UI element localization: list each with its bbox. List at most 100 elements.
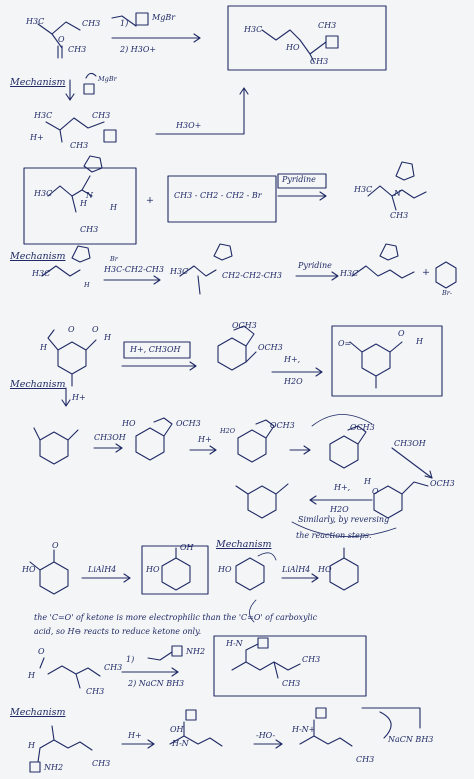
s3-mech-label-13: H+,	[334, 483, 351, 492]
s4-reactant-label-2: O	[52, 541, 59, 550]
s1-reactant-label-4: CH3	[68, 45, 87, 54]
s2-product-label-1: H3C	[354, 185, 373, 194]
s1-product-label-1: H3C	[244, 25, 263, 34]
s1-mech-label-1: MgBr	[98, 75, 117, 83]
s2-mech-label-9: +	[422, 267, 430, 278]
s4-note-line-2: acid, so H⊖ reacts to reduce ketone only…	[34, 627, 202, 636]
s3-reactant-label-3: O	[92, 325, 99, 334]
s5-reagent-2: NH2	[186, 647, 206, 656]
s5-mech-label-7: -HO-	[256, 731, 276, 740]
s1-reactant-label-1: H3C	[26, 17, 45, 26]
s3-reactant-label-4: H	[104, 333, 111, 342]
s1-reactant-label-2: CH3	[82, 19, 101, 28]
s3-note-line-1: Similarly, by reversing	[298, 515, 390, 524]
s4-mech-label-2: LiAlH4	[282, 565, 311, 574]
s4-product-label-2: OH	[180, 543, 194, 552]
s1-mech-label-6: H3O+	[176, 121, 202, 130]
s3-mech-label-2: CH3OH	[94, 433, 126, 442]
section4-drawing	[29, 545, 359, 623]
s1-reagent-2: MgBr	[152, 13, 176, 22]
s1-reagent-3: 2) H3O+	[120, 45, 157, 54]
s2-reagent: Pyridine	[282, 175, 316, 184]
s3-product-label-1: O=	[338, 339, 352, 348]
s5-mech-label-3: NH2	[44, 763, 64, 772]
s5-mech-label-2: CH3	[92, 759, 111, 768]
s5-mech-label-8: H-N+	[292, 725, 316, 734]
s3-mech-label-12: OCH3	[430, 479, 455, 488]
s2-mech-label-3: Br	[110, 255, 118, 263]
s5-mech-label-1: H	[28, 741, 35, 750]
s1-mech-label-4: H+	[30, 133, 44, 142]
s3-hydrolysis-2: H2O	[284, 377, 303, 386]
s3-product-label-2: O	[398, 329, 405, 338]
s4-mech-label-1: HO	[218, 565, 232, 574]
s3-mech-label-5: H+	[198, 435, 212, 444]
section1-drawing	[37, 5, 387, 143]
s2-plus-sign: +	[146, 195, 154, 206]
s3-note-line-2: the reaction steps.	[296, 531, 372, 540]
section5-drawing	[29, 635, 421, 773]
s1-reactant-label-3: O	[58, 35, 65, 44]
s2-mech-label-8: H3C	[340, 269, 359, 278]
s1-mech-label-3: CH3	[92, 111, 111, 120]
s3-acetal-label-1: OCH3	[232, 321, 257, 330]
s2-reactant-label-1: H3C	[34, 189, 53, 198]
s2-reactant-label-4: H	[110, 203, 117, 212]
s2-mechanism-heading: Mechanism	[10, 251, 66, 262]
s5-reactant-label-1: H	[28, 671, 35, 680]
s3-hydrolysis-1: H+,	[284, 355, 301, 364]
s2-product-label-3: CH3	[390, 211, 409, 220]
s5-reagent-1: 1)	[126, 655, 135, 664]
s2-mech-label-7: Pyridine	[298, 261, 332, 270]
s4-mech-label-3: HO	[318, 565, 332, 574]
s2-mech-label-1: H3C	[32, 269, 51, 278]
s3-mech-label-10: H	[364, 477, 371, 486]
s2-mech-label-6: CH2-CH2-CH3	[222, 271, 282, 280]
s5-reactant-label-2: O	[38, 647, 45, 656]
s3-mech-label-4: OCH3	[176, 419, 201, 428]
s5-product-label-1: H-N	[226, 639, 243, 648]
s5-reactant-label-3: CH3	[104, 663, 123, 672]
s3-mech-label-8: OCH3	[350, 423, 375, 432]
s4-reagent: LiAlH4	[88, 565, 117, 574]
s4-product-label-1: HO	[146, 565, 160, 574]
s3-mechanism-heading: Mechanism	[10, 379, 66, 390]
s4-mechanism-heading: Mechanism	[216, 539, 272, 550]
s5-mech-label-9: CH3	[356, 755, 375, 764]
s3-mech-label-7: OCH3	[270, 421, 295, 430]
s2-mech-label-4: H3C-CH2-CH3	[104, 265, 164, 274]
s3-reactant-label-2: O	[68, 325, 75, 334]
s2-reactant-label-3: H	[80, 199, 87, 208]
s3-product-label-3: H	[416, 337, 423, 346]
s1-product-label-3: HO	[286, 43, 300, 52]
s5-mech-label-10: NaCN BH3	[388, 735, 434, 744]
s3-mech-label-1: H+	[72, 393, 86, 402]
s1-product-label-4: CH3	[310, 57, 329, 66]
s5-product-label-2: CH3	[302, 655, 321, 664]
s2-reactant-label-5: CH3	[80, 225, 99, 234]
s3-mech-label-6: H2O	[220, 427, 236, 435]
s1-product-label-2: CH3	[318, 21, 337, 30]
s1-mechanism-heading: Mechanism	[10, 77, 66, 88]
s1-mech-label-2: H3C	[34, 111, 53, 120]
s3-acetal-label-2: OCH3	[258, 343, 283, 352]
s5-reagent-3: 2) NaCN BH3	[128, 679, 185, 688]
s5-mechanism-heading: Mechanism	[10, 707, 66, 718]
s2-reactant-label-2: N	[86, 191, 93, 200]
s2-product-label-2: N	[394, 189, 401, 198]
s5-reactant-label-4: CH3	[86, 687, 105, 696]
s3-mech-label-3: HO	[122, 419, 136, 428]
s5-mech-label-6: H-N	[172, 739, 189, 748]
section2-drawing	[23, 155, 457, 295]
s1-reagent-1: 1)	[120, 19, 129, 28]
section3-drawing	[33, 325, 443, 538]
s5-mech-label-4: H+	[128, 731, 142, 740]
s1-mech-label-5: CH3	[70, 141, 89, 150]
s5-mech-label-5: OH	[170, 725, 184, 734]
s3-mech-label-14: H2O	[330, 505, 349, 514]
s2-alkyl-halide: CH3 - CH2 - CH2 - Br	[174, 191, 262, 200]
s5-product-label-3: CH3	[282, 679, 301, 688]
s4-reactant-label-1: HO	[22, 565, 36, 574]
